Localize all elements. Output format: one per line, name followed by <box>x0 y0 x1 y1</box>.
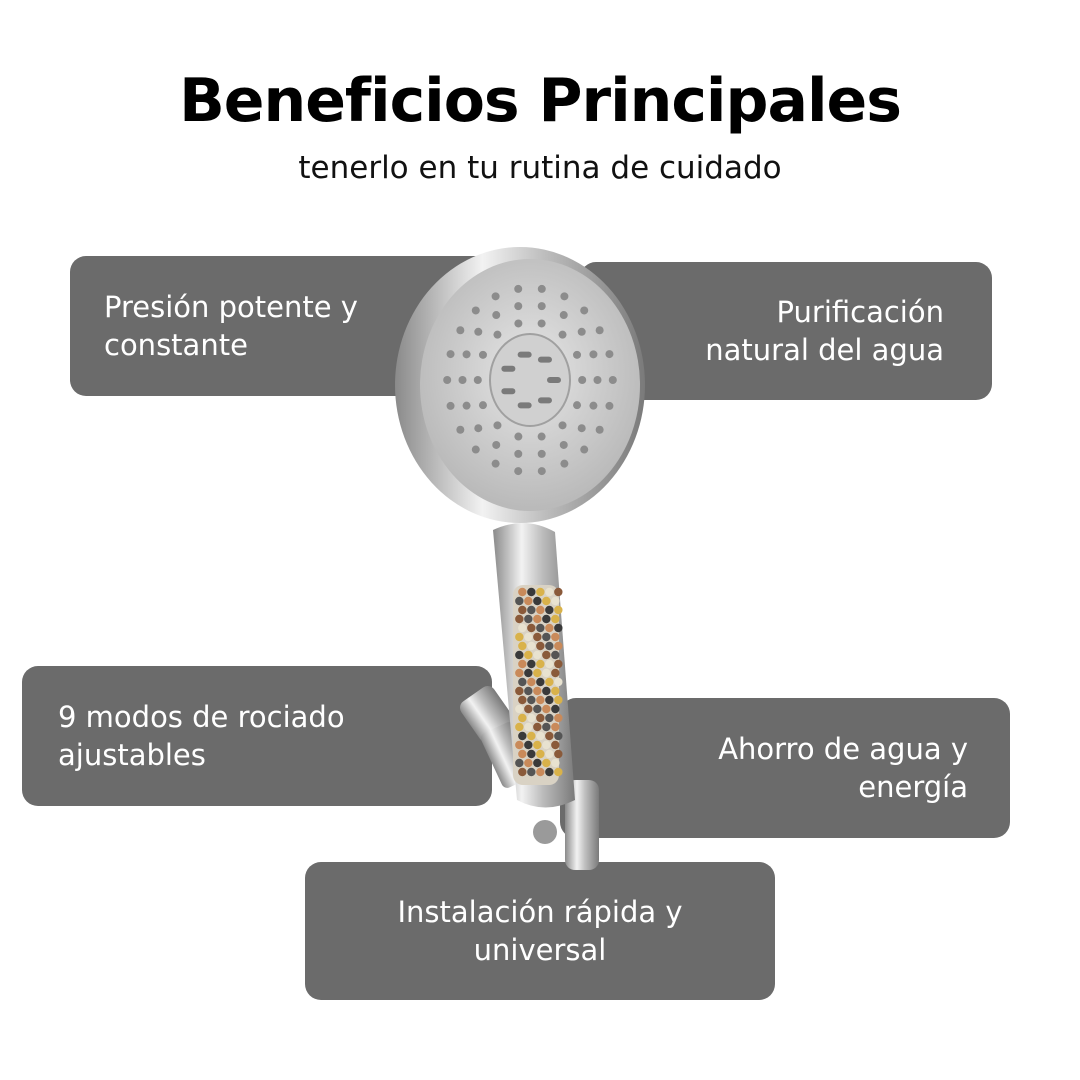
benefit-line: natural del agua <box>705 333 944 367</box>
filter-beads <box>515 587 563 777</box>
shower-head-filter-icon <box>395 247 645 870</box>
benefit-line: Ahorro de agua y <box>718 732 968 766</box>
benefit-line: Instalación rápida y <box>397 895 683 929</box>
shower-head <box>395 247 645 523</box>
benefit-purification: Purificación natural del agua <box>580 262 992 400</box>
benefit-line: universal <box>473 933 607 967</box>
benefit-savings: Ahorro de agua y energía <box>560 698 1010 838</box>
benefit-line: constante <box>104 328 248 362</box>
page-subtitle: tenerlo en tu rutina de cuidado <box>298 150 782 186</box>
benefit-line: Presión potente y <box>104 290 358 324</box>
benefit-line: Purificación <box>776 295 944 329</box>
benefit-line: 9 modos de rociado <box>58 700 345 734</box>
page-title: Beneficios Principales <box>179 66 902 136</box>
benefit-line: ajustables <box>58 738 206 772</box>
benefit-spray-modes: 9 modos de rociado ajustables <box>22 666 492 806</box>
benefit-line: energía <box>858 770 968 804</box>
benefit-installation: Instalación rápida y universal <box>305 862 775 1000</box>
